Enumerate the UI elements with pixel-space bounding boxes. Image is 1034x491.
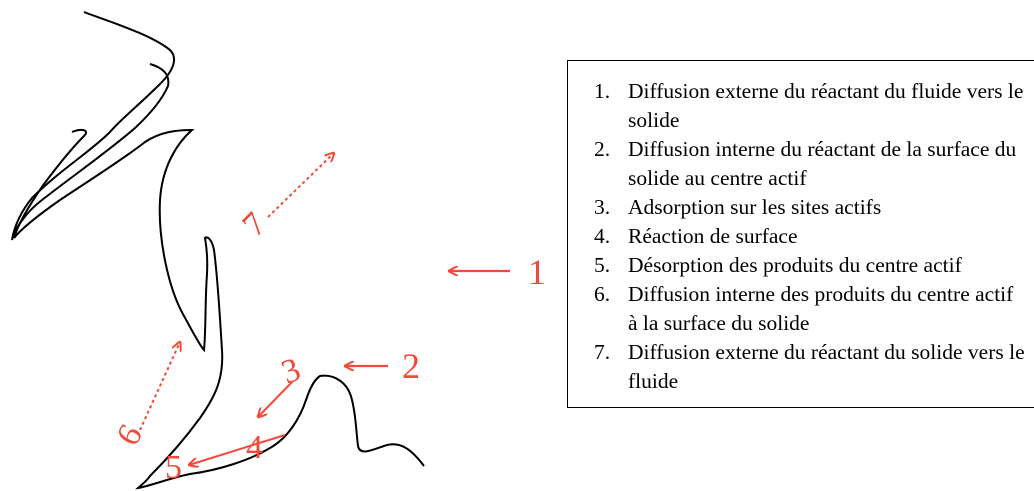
legend-item-number: 3. — [594, 195, 611, 219]
legend-item: 2. Diffusion interne du réactant de la su… — [594, 135, 1026, 193]
legend-item: 3. Adsorption sur les sites actifs — [594, 193, 1026, 222]
label-step-6: 6 — [110, 419, 151, 452]
label-step-7: 7 — [235, 206, 273, 244]
legend-box: 1. Diffusion externe du réactant du fluid… — [567, 60, 1034, 408]
legend-item-text: Réaction de surface — [628, 224, 798, 248]
legend-item-text: Diffusion interne du réactant de la surf… — [628, 137, 1017, 190]
catalyst-pore-diagram: 1 2 3 4 5 6 7 — [11, 11, 546, 490]
solid-upper-fragment-outline — [11, 11, 176, 241]
legend-item-text: Diffusion externe du réactant du solide … — [628, 340, 1025, 393]
legend-item-text: Adsorption sur les sites actifs — [628, 195, 882, 219]
legend-list: 1. Diffusion externe du réactant du fluid… — [594, 77, 1026, 396]
label-step-5: 5 — [165, 449, 182, 486]
legend-item-number: 2. — [594, 137, 611, 161]
arrow-step-3 — [258, 380, 294, 417]
label-step-4: 4 — [246, 429, 263, 466]
legend-item-text: Désorption des produits du centre actif — [628, 253, 962, 277]
legend-item: 5. Désorption des produits du centre acti… — [594, 251, 1026, 280]
legend-item-number: 5. — [594, 253, 611, 277]
label-step-1: 1 — [528, 252, 546, 292]
legend-item: 4. Réaction de surface — [594, 222, 1026, 251]
legend-item: 1. Diffusion externe du réactant du fluid… — [594, 77, 1026, 135]
label-step-2: 2 — [402, 346, 420, 386]
arrow-step-4 — [189, 434, 286, 465]
legend-item-text: Diffusion interne des produits du centre… — [628, 282, 1014, 335]
legend-item-number: 6. — [594, 282, 611, 306]
legend-item-number: 1. — [594, 79, 611, 103]
legend-item-number: 7. — [594, 340, 611, 364]
solid-pore-wall-outline — [13, 128, 425, 490]
legend-item: 6. Diffusion interne des produits du cent… — [594, 280, 1026, 338]
legend-item: 7. Diffusion externe du réactant du solid… — [594, 338, 1026, 396]
label-step-3: 3 — [277, 351, 306, 392]
arrow-step-7 — [267, 153, 334, 218]
legend-item-number: 4. — [594, 224, 611, 248]
legend-item-text: Diffusion externe du réactant du fluide … — [628, 79, 1024, 132]
arrow-step-6 — [139, 342, 180, 431]
